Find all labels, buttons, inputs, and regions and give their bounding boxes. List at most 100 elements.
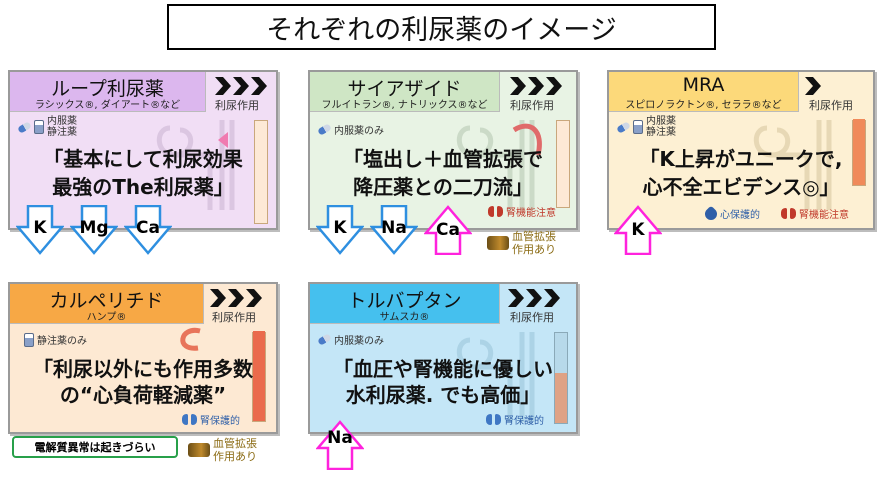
card-header: ループ利尿薬 ラシックス®, ダイアート®など — [10, 72, 206, 112]
chevron-icon — [528, 77, 544, 95]
potency-bar — [254, 120, 268, 224]
effect-label: 利尿作用 — [215, 99, 259, 112]
chevron-icon — [233, 77, 249, 95]
route-label: 静注薬のみ — [37, 336, 87, 347]
vial-icon — [633, 120, 643, 134]
card-header: トルバプタン サムスカ® — [310, 284, 500, 324]
renoprotective-note: 腎保護的 — [182, 412, 240, 427]
potency-bar — [556, 120, 570, 208]
ion-label-k: K — [33, 218, 47, 238]
drug-class-name: トルバプタン — [347, 290, 462, 312]
catchphrase-line-2: 水利尿薬. でも高価」 — [345, 383, 541, 407]
card-header: MRA スピロノラクトン®, セララ®など — [609, 72, 799, 112]
ion-label-ca: Ca — [436, 220, 460, 240]
ion-label-k: K — [631, 220, 645, 240]
card-thiazide: サイアザイド フルイトラン®, ナトリックス®など 利尿作用 内服薬のみ 「塩出… — [308, 70, 578, 230]
route-oral: 内服薬のみ — [317, 332, 384, 347]
blood-vessel-icon — [188, 443, 210, 457]
route-label: 内服薬のみ — [334, 336, 384, 347]
nephron-illustration — [456, 120, 542, 210]
vasodilation-note: 血管拡張作用あり — [487, 230, 556, 256]
catchphrase-line-2: の“心負荷軽減薬” — [59, 383, 227, 407]
kidney-icon — [781, 208, 787, 219]
kidney-icon — [497, 206, 503, 217]
card-header: カルペリチド ハンプ® — [10, 284, 204, 324]
potency-chevrons — [210, 289, 262, 307]
drug-examples: フルイトラン®, ナトリックス®など — [321, 100, 488, 111]
route-oral-label: 内服薬 — [646, 116, 676, 127]
ion-increase-arrow-na — [316, 420, 364, 470]
chevron-icon — [526, 289, 542, 307]
route-oral-label: 内服薬 — [47, 116, 77, 127]
chevron-icon — [228, 289, 244, 307]
route-iv-label: 静注薬 — [646, 127, 676, 138]
kidney-icon — [182, 414, 188, 425]
ion-increase-arrow-k — [614, 205, 662, 255]
potency-bar — [252, 331, 266, 422]
renal-caution: 腎機能注意 — [488, 204, 556, 219]
nephron-illustration — [180, 327, 201, 351]
drug-examples: ハンプ® — [86, 312, 127, 323]
chevron-icon — [246, 289, 262, 307]
kidney-icon — [488, 206, 494, 217]
ion-decrease-arrow-na — [370, 205, 418, 255]
potency-bar — [554, 332, 568, 424]
ion-increase-arrow-ca — [424, 205, 472, 255]
card-header: サイアザイド フルイトラン®, ナトリックス®など — [310, 72, 500, 112]
ion-label-na: Na — [327, 428, 353, 448]
card-carperitide: カルペリチド ハンプ® 利尿作用 静注薬のみ 「利尿以外にも作用多数 の“心負荷… — [8, 282, 278, 434]
potency-chevrons — [510, 77, 562, 95]
potency-bar — [852, 119, 866, 186]
drug-examples: ラシックス®, ダイアート®など — [34, 100, 181, 111]
blood-vessel-icon — [487, 236, 509, 250]
ion-decrease-arrow-mg — [70, 205, 118, 255]
drug-class-name: カルペリチド — [49, 290, 164, 312]
nephron-illustration — [456, 332, 535, 422]
chevron-icon — [210, 289, 226, 307]
catchphrase-line-2: 心不全エビデンス◎」 — [642, 175, 840, 199]
route-iv: 静注薬のみ — [24, 332, 87, 347]
renoprotective-note: 腎保護的 — [486, 412, 544, 427]
chevron-icon — [510, 77, 526, 95]
route-label: 内服薬のみ — [334, 126, 384, 137]
catchphrase-line-1: 「塩出し＋血管拡張で — [343, 147, 543, 171]
cardioprotective-note: 心保護的 — [702, 205, 760, 222]
effect-label: 利尿作用 — [809, 99, 853, 112]
catchphrase-line-1: 「K上昇がユニークで, — [639, 147, 843, 171]
effect-label: 利尿作用 — [212, 311, 256, 324]
drug-class-name: サイアザイド — [347, 78, 462, 100]
potency-chevrons — [215, 77, 267, 95]
ion-label-mg: Mg — [79, 218, 109, 238]
catchphrase-line-1: 「基本にして利尿効果 — [43, 147, 243, 171]
page-title: それぞれの利尿薬のイメージ — [167, 4, 716, 50]
ion-decrease-arrow-k — [316, 205, 364, 255]
effect-label: 利尿作用 — [510, 99, 554, 112]
chevron-icon — [508, 289, 524, 307]
chevron-icon — [215, 77, 231, 95]
pill-icon — [616, 120, 631, 134]
ion-label-ca: Ca — [136, 218, 160, 238]
chevron-icon — [805, 77, 821, 95]
card-loop-diuretic: ループ利尿薬 ラシックス®, ダイアート®など 利尿作用 内服薬静注薬 「基本に… — [8, 70, 278, 230]
pill-icon — [317, 123, 332, 136]
route-oral: 内服薬静注薬 — [616, 116, 676, 138]
chevron-icon — [546, 77, 562, 95]
card-tolvaptan: トルバプタン サムスカ® 利尿作用 内服薬のみ 「血圧や腎機能に優しい 水利尿薬… — [308, 282, 578, 434]
drug-examples: サムスカ® — [379, 312, 430, 323]
vasodilation-note: 血管拡張作用あり — [188, 437, 257, 463]
vial-icon — [24, 332, 34, 347]
chevron-icon — [544, 289, 560, 307]
kidney-icon — [790, 208, 796, 219]
catchphrase-line-2: 最強のThe利尿薬」 — [52, 175, 234, 199]
potency-chevrons — [805, 77, 821, 95]
potency-chevrons — [508, 289, 560, 307]
catchphrase-line-1: 「血圧や腎機能に優しい — [333, 357, 553, 381]
pill-icon — [317, 333, 332, 346]
route-oral: 内服薬静注薬 — [17, 116, 77, 138]
drug-class-name: ループ利尿薬 — [51, 78, 164, 100]
ion-decrease-arrow-ca — [124, 205, 172, 255]
route-oral: 内服薬のみ — [317, 122, 384, 137]
nephron-illustration — [156, 120, 235, 210]
renal-caution: 腎機能注意 — [781, 206, 849, 221]
drug-examples: スピロノラクトン®, セララ®など — [625, 100, 782, 111]
